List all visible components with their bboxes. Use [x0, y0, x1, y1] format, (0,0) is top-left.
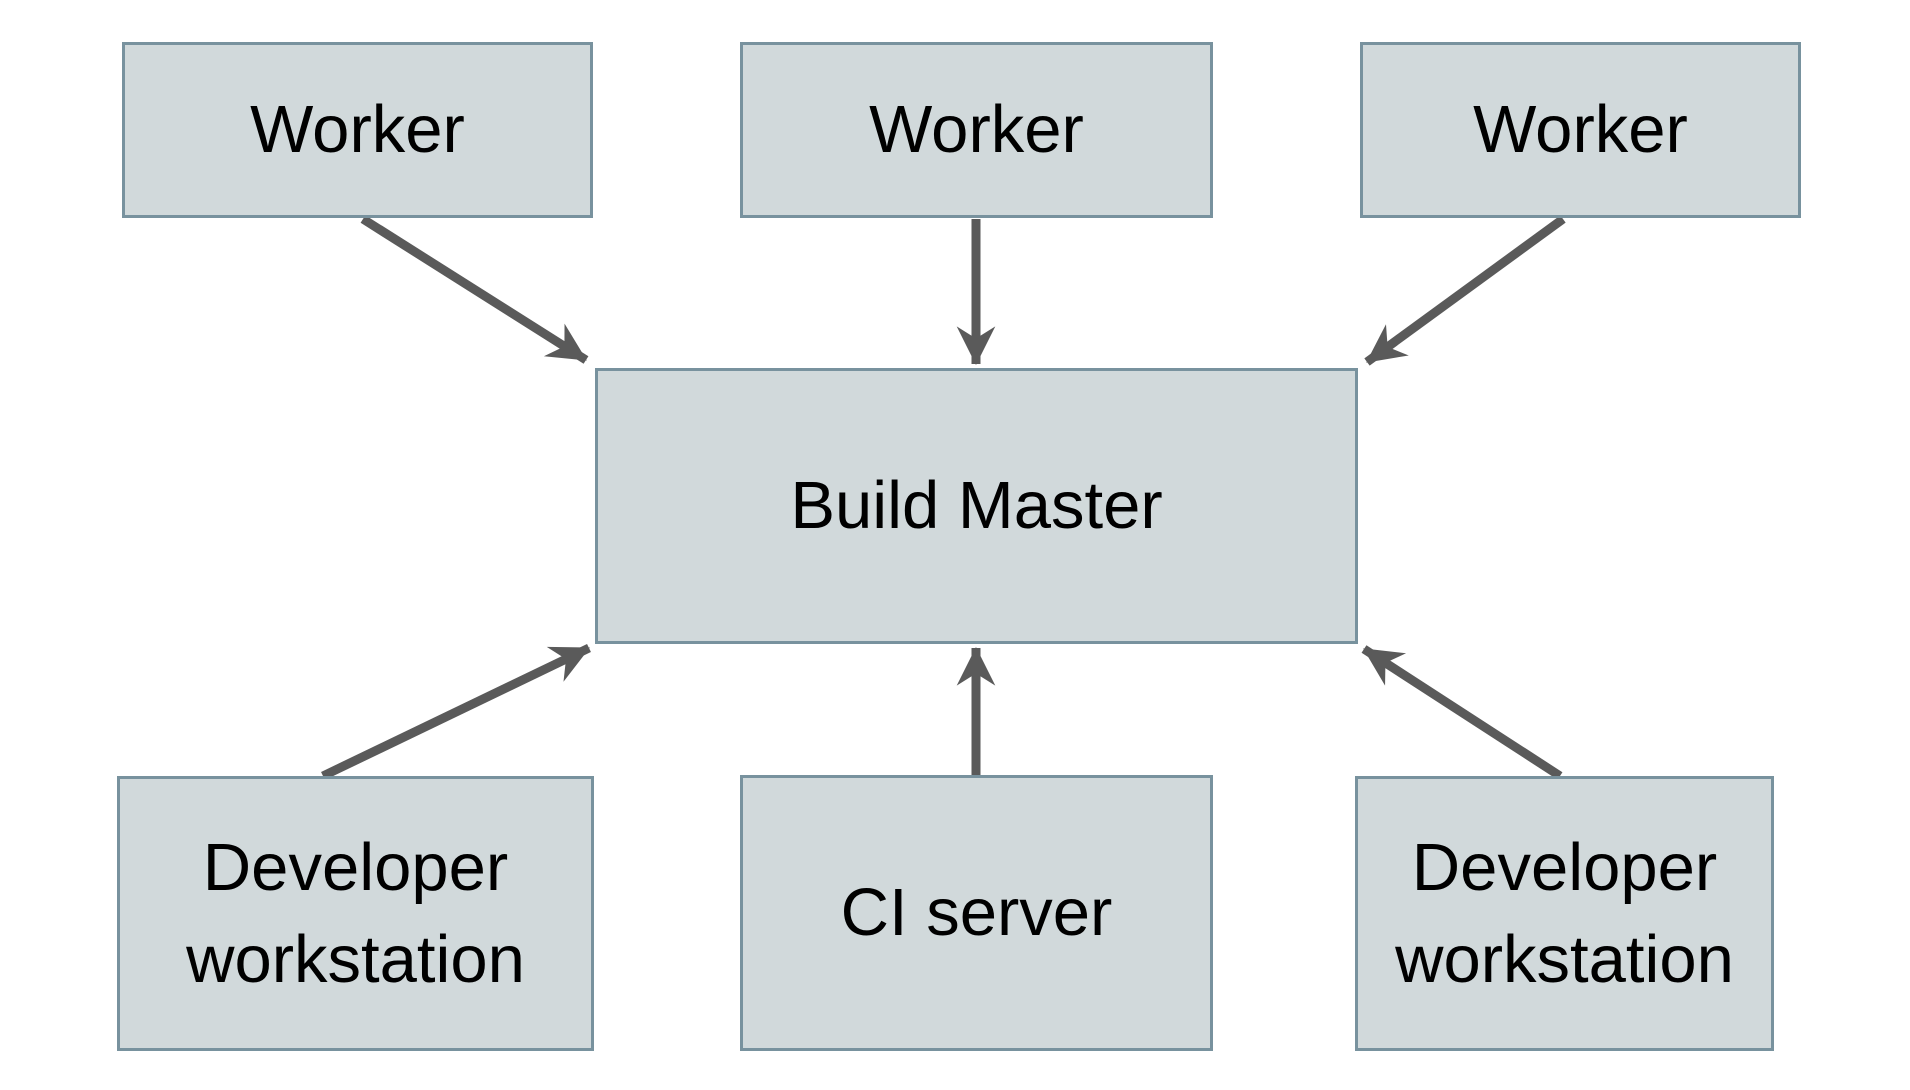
- ci-server-box-label: CI server: [840, 875, 1113, 951]
- arrow-worker1-to-buildmaster: [360, 215, 589, 364]
- worker-box-2-label: Worker: [869, 92, 1084, 168]
- worker-box-3: Worker: [1360, 42, 1801, 218]
- build-master-box: Build Master: [595, 368, 1358, 644]
- worker-box-1: Worker: [122, 42, 593, 218]
- developer-workstation-box-1: Developer workstation: [117, 776, 594, 1051]
- ci-server-box: CI server: [740, 775, 1213, 1051]
- worker-box-1-label: Worker: [250, 92, 465, 168]
- build-master-box-label: Build Master: [790, 468, 1163, 544]
- worker-box-2: Worker: [740, 42, 1213, 218]
- arrow-devworkstation1-to-buildmaster: [321, 643, 591, 781]
- arrow-devworkstation2-to-buildmaster: [1361, 645, 1563, 780]
- arrow-worker3-to-buildmaster: [1364, 215, 1566, 366]
- developer-workstation-box-2-label: Developer workstation: [1395, 830, 1734, 997]
- worker-box-3-label: Worker: [1473, 92, 1688, 168]
- developer-workstation-box-2: Developer workstation: [1355, 776, 1774, 1051]
- developer-workstation-box-1-label: Developer workstation: [186, 830, 525, 997]
